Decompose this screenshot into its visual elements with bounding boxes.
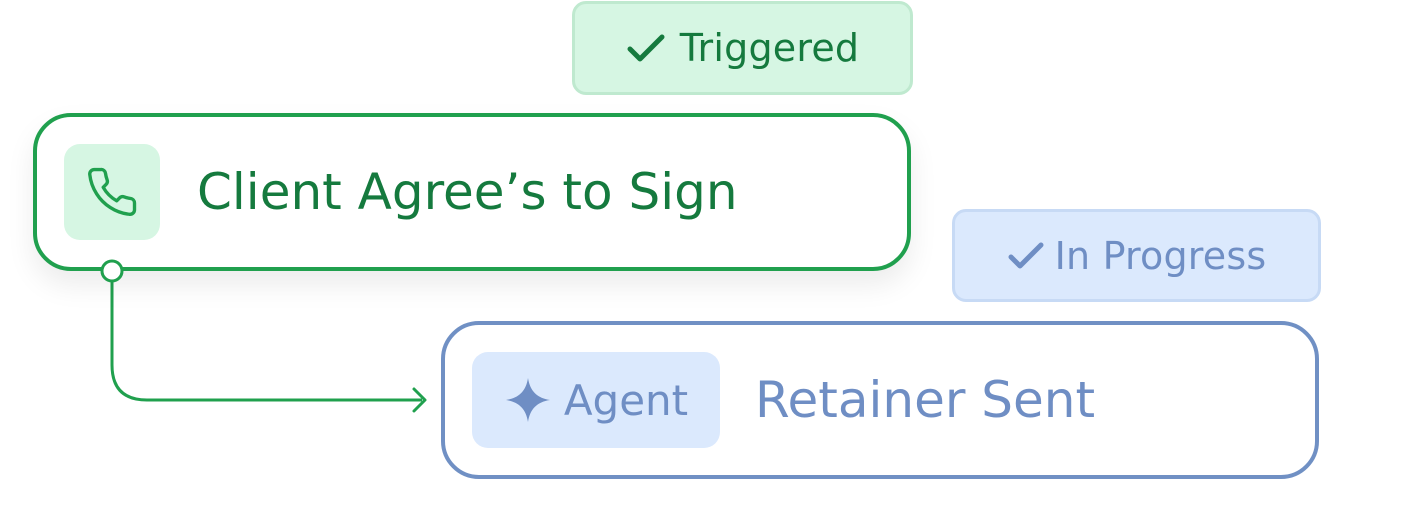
trigger-node-title: Client Agree’s to Sign: [197, 163, 738, 221]
status-badge-label: Triggered: [679, 26, 860, 70]
status-badge-label: In Progress: [1054, 233, 1267, 278]
status-badge-in-progress: In Progress: [952, 209, 1321, 302]
sparkle-icon: [505, 378, 550, 422]
output-port[interactable]: [99, 258, 125, 284]
status-badge-triggered: Triggered: [572, 1, 913, 95]
agent-chip: Agent: [472, 352, 720, 448]
check-icon: [1008, 242, 1044, 268]
phone-icon: [88, 167, 137, 217]
phone-icon-tile: [64, 144, 160, 240]
check-icon: [627, 34, 665, 62]
agent-node-title: Retainer Sent: [755, 371, 1096, 429]
trigger-node[interactable]: Client Agree’s to Sign: [33, 113, 911, 271]
agent-chip-label: Agent: [563, 375, 689, 425]
connector-arrowhead: [412, 387, 427, 413]
agent-node[interactable]: Agent Retainer Sent: [441, 321, 1319, 479]
